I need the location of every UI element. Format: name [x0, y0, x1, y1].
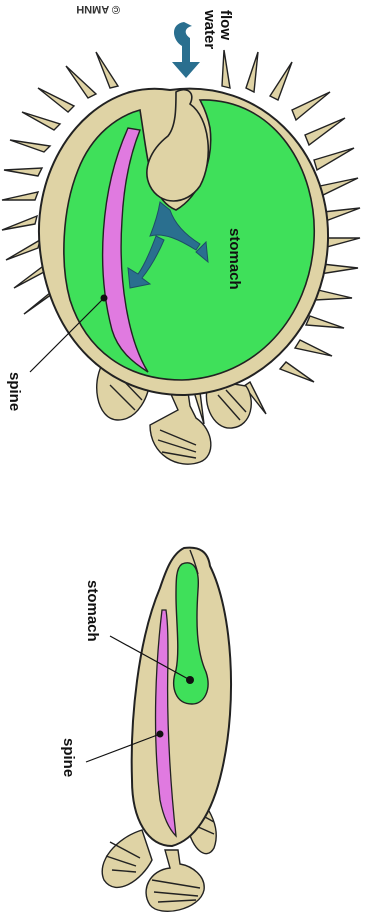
stomach-dot-normal — [186, 676, 194, 684]
copyright: © AMNH — [76, 3, 120, 15]
stomach-label: stomach — [226, 228, 243, 290]
spine-label-normal: spine — [60, 738, 77, 777]
spine-label-puffed: spine — [6, 372, 23, 411]
puffed-fish: waterflow stomach spine © AMNH — [2, 3, 360, 464]
water-flow-label: waterflow — [201, 9, 234, 49]
spine-dot-puffed — [101, 295, 108, 302]
spine-dot-normal — [157, 731, 164, 738]
normal-fish: stomach spine — [60, 548, 231, 912]
stomach-label-normal: stomach — [84, 580, 101, 642]
water-flow-arrow — [172, 22, 200, 78]
